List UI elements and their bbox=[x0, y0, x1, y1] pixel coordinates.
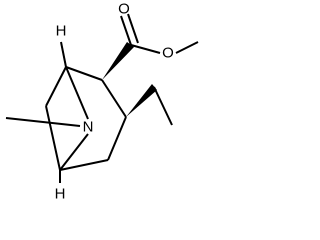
wedge-c3-ethyl bbox=[126, 84, 157, 117]
bond-c1-n bbox=[65, 66, 89, 120]
bond-c4-c5 bbox=[59, 159, 109, 171]
bond-carbonyl-oester bbox=[130, 44, 161, 54]
bond-c1-c7 bbox=[45, 66, 67, 107]
bond-c7-c6 bbox=[45, 105, 61, 171]
carbonyl-oxygen: O bbox=[118, 1, 130, 18]
bridgehead-h-top: H bbox=[56, 23, 67, 40]
wedge-c2-carbonyl bbox=[102, 42, 134, 80]
bond-carbonyl-double-2 bbox=[127, 13, 139, 44]
ester-oxygen: O bbox=[162, 45, 174, 62]
bond-n-methyl bbox=[5, 117, 81, 127]
bond-c1-h bbox=[60, 41, 67, 68]
bond-carbonyl-double-1 bbox=[120, 15, 132, 46]
bond-c2-c3 bbox=[101, 79, 127, 118]
bridge-nitrogen: N bbox=[83, 119, 94, 136]
bridgehead-h-bottom: H bbox=[55, 186, 66, 203]
bond-n-c5 bbox=[59, 133, 89, 171]
bond-ethyl-ch2-ch3 bbox=[153, 86, 173, 126]
tropane-ester-structure: H O O N H bbox=[5, 1, 199, 203]
bond-c3-c4 bbox=[107, 116, 127, 161]
bond-oester-methyl bbox=[175, 41, 199, 54]
bond-c1-c2 bbox=[65, 66, 103, 81]
